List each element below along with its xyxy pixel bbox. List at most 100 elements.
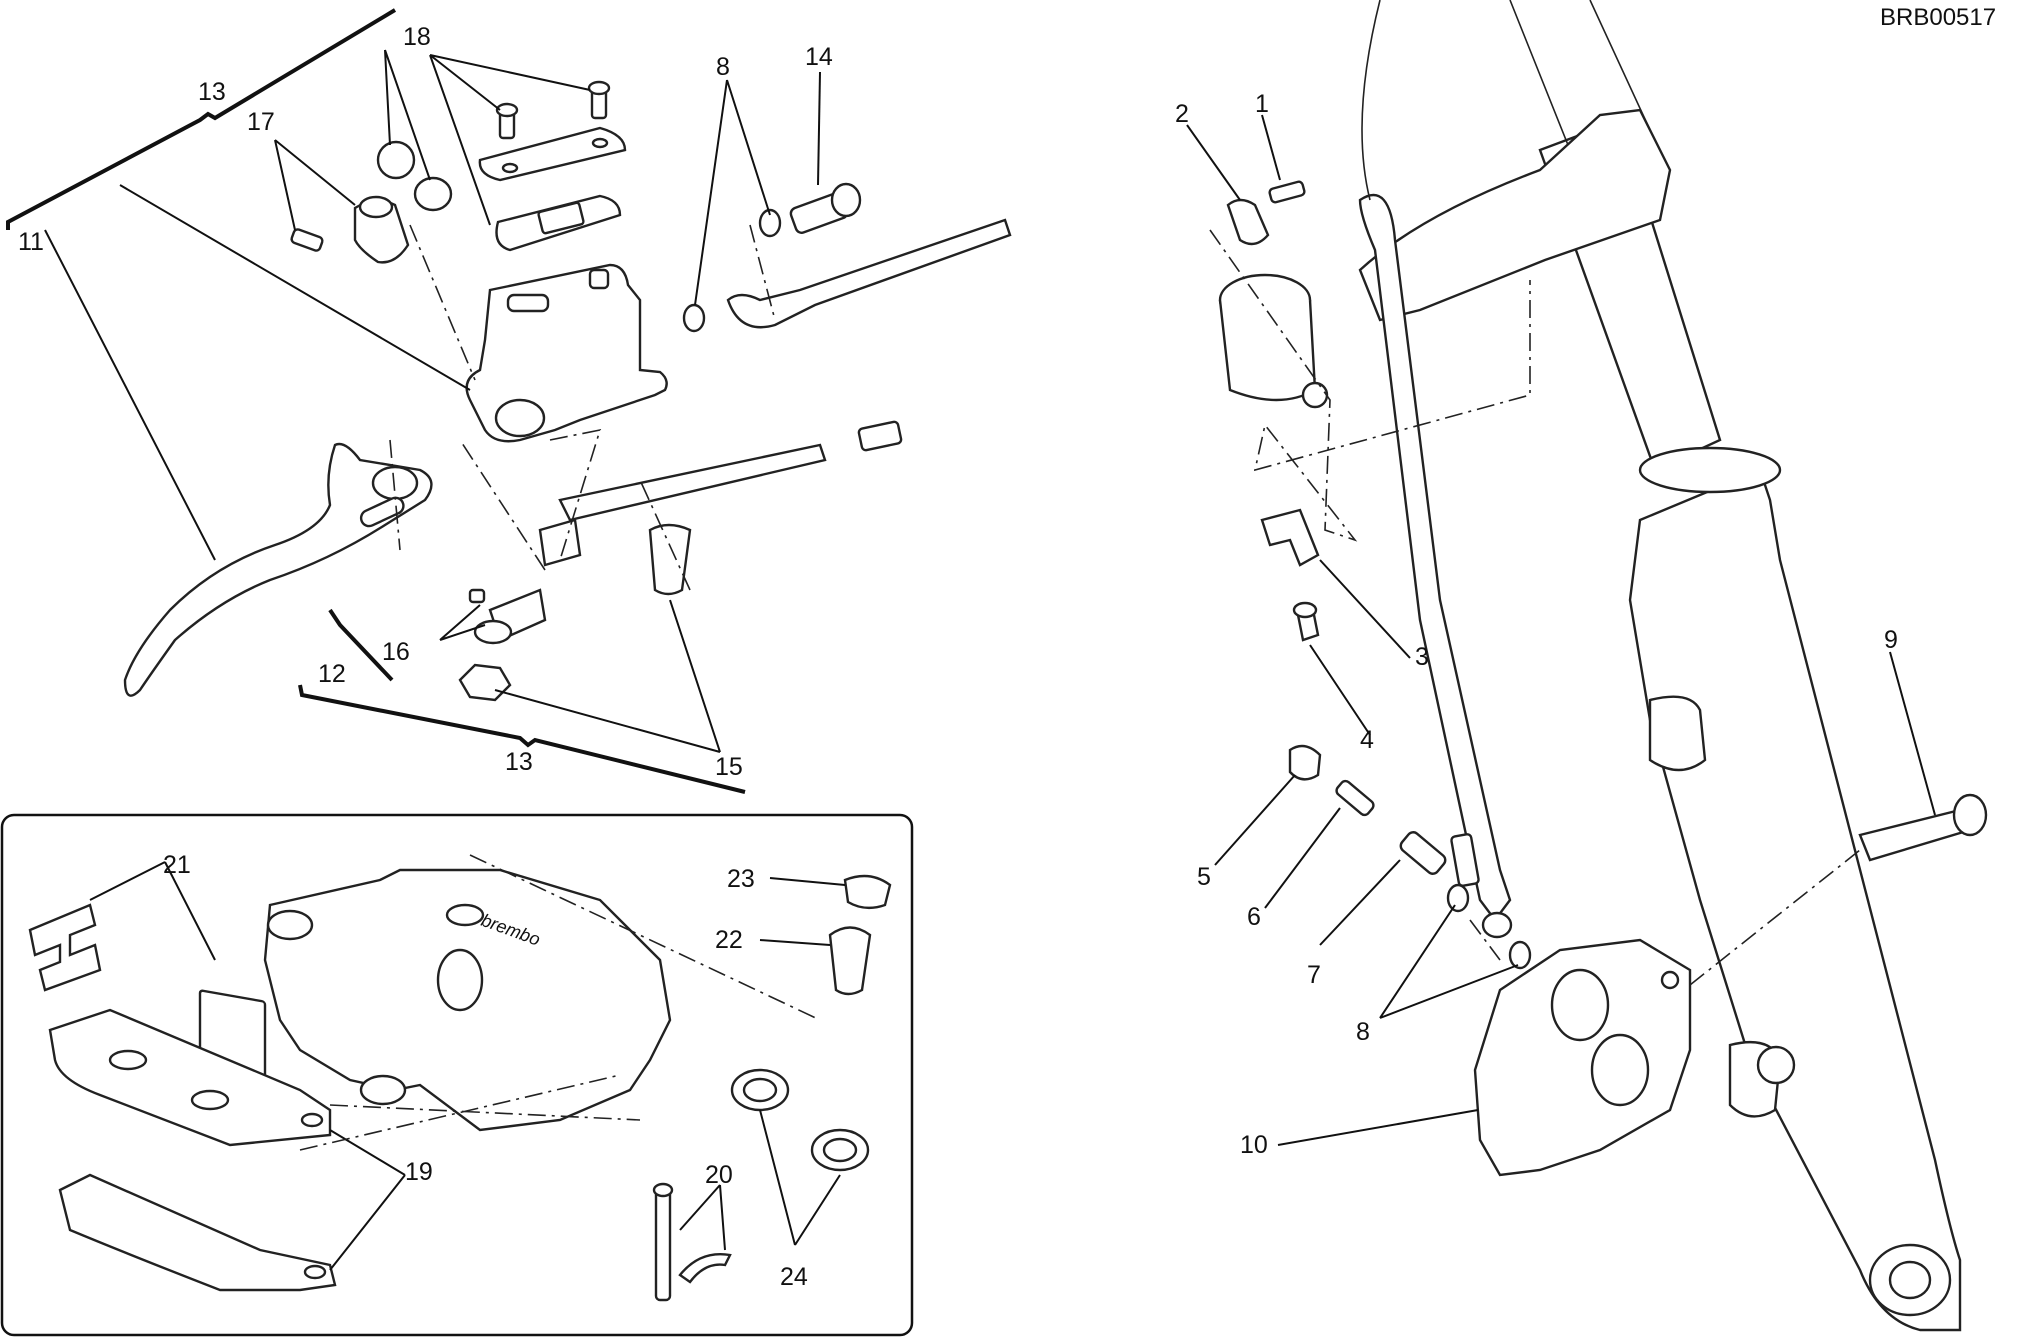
diaphragm-bellows bbox=[537, 201, 585, 235]
callout-2: 2 bbox=[1175, 100, 1189, 128]
leader-14 bbox=[817, 71, 821, 186]
caliper-bolt-hole bbox=[1660, 970, 1680, 990]
piston-seal-1-inner bbox=[742, 1077, 778, 1103]
leader-3 bbox=[1319, 559, 1411, 659]
leader-10 bbox=[1277, 1109, 1479, 1146]
cover-hole-right bbox=[591, 137, 609, 149]
caliper-mount-hole-1 bbox=[266, 909, 314, 941]
leader-6 bbox=[1264, 807, 1341, 909]
pad-upper-hole-2 bbox=[190, 1089, 230, 1111]
callout-1: 1 bbox=[1255, 90, 1269, 118]
lever-pivot-hole bbox=[371, 465, 419, 501]
switch-screw bbox=[468, 588, 486, 604]
callout-3: 3 bbox=[1415, 643, 1429, 671]
leader-2 bbox=[1186, 124, 1241, 201]
caliper-bolt-head bbox=[1952, 793, 1988, 837]
leader-8-bottom bbox=[1379, 904, 1519, 1019]
caliper-piston-1 bbox=[1550, 968, 1610, 1042]
switch-cable bbox=[558, 443, 827, 522]
callout-9: 9 bbox=[1884, 626, 1898, 654]
group-bracket-13-bottom bbox=[298, 684, 746, 794]
callout-14: 14 bbox=[805, 43, 833, 71]
leader-7 bbox=[1319, 859, 1401, 946]
caliper-mount-hole-2 bbox=[359, 1074, 407, 1106]
banjo-fitting bbox=[1399, 831, 1447, 875]
inset-frame bbox=[0, 813, 914, 1337]
group-bracket-12 bbox=[328, 608, 394, 682]
pivot-nut bbox=[458, 663, 512, 702]
stop-light-switch bbox=[538, 518, 582, 567]
fork-caliper-group: 1 2 3 4 5 6 7 8 9 10 bbox=[1175, 0, 1988, 1332]
callout-8-top: 8 bbox=[716, 53, 730, 81]
callout-15: 15 bbox=[715, 753, 743, 781]
brake-hose-lower bbox=[1358, 193, 1512, 922]
pad-pin bbox=[654, 1188, 672, 1302]
callout-12: 12 bbox=[318, 660, 346, 688]
reservoir-slot-left bbox=[506, 293, 550, 313]
callout-19: 19 bbox=[405, 1158, 433, 1186]
axis-line-banjo-lower bbox=[1469, 919, 1501, 961]
caliper-piston-cover bbox=[436, 948, 484, 1012]
cover-hole-left bbox=[501, 162, 519, 174]
leader-21 bbox=[89, 861, 216, 961]
callout-4: 4 bbox=[1360, 726, 1374, 754]
callout-18: 18 bbox=[403, 23, 431, 51]
guide-screw-head bbox=[1292, 601, 1318, 619]
clamp-bore bbox=[358, 195, 394, 219]
master-cylinder-group: 13 17 18 8 14 11 16 12 13 15 bbox=[6, 8, 1012, 794]
axle-hole bbox=[1888, 1260, 1932, 1300]
reservoir-boss bbox=[588, 268, 610, 290]
callout-13-bottom: 13 bbox=[505, 748, 533, 776]
callout-22: 22 bbox=[715, 926, 743, 954]
brake-lever bbox=[123, 442, 433, 697]
brake-pad-upper bbox=[48, 1008, 332, 1147]
cover-screw-left-head bbox=[495, 102, 519, 118]
caliper-spares-inset: brembo 21 19 20 22 23 24 bbox=[0, 813, 914, 1337]
hose-clip bbox=[1226, 198, 1270, 246]
hose-banjo-eye bbox=[1481, 911, 1513, 939]
caliper-lug-hole bbox=[1756, 1045, 1796, 1085]
bleed-valve bbox=[1335, 779, 1375, 817]
pivot-boss bbox=[494, 398, 546, 438]
drawing-code: BRB00517 bbox=[1880, 4, 1996, 31]
axis-line-caliper-bolt bbox=[1689, 849, 1861, 986]
caliper-piston-2 bbox=[1590, 1033, 1650, 1107]
pad-pin-head bbox=[652, 1182, 674, 1198]
callout-7: 7 bbox=[1307, 961, 1321, 989]
hose-upper-line bbox=[1361, 0, 1381, 201]
group-bracket-13-top bbox=[6, 8, 397, 230]
pad-lower-pin-hole bbox=[303, 1264, 327, 1280]
pad-spring bbox=[28, 903, 102, 992]
callout-20: 20 bbox=[705, 1161, 733, 1189]
leader-13-top bbox=[119, 184, 471, 391]
bleed-screw bbox=[828, 926, 872, 996]
leader-20 bbox=[679, 1184, 726, 1251]
lever-slot bbox=[359, 496, 405, 528]
fork-seal-ring bbox=[1638, 446, 1782, 494]
leader-23 bbox=[769, 877, 846, 886]
front-caliper bbox=[1473, 938, 1692, 1177]
callout-24: 24 bbox=[780, 1263, 808, 1291]
o-ring bbox=[413, 176, 453, 212]
brembo-logo-ring bbox=[445, 903, 485, 927]
callout-21: 21 bbox=[163, 851, 191, 879]
leader-17 bbox=[274, 139, 356, 231]
leader-8-top bbox=[694, 79, 771, 306]
callout-17: 17 bbox=[247, 108, 275, 136]
sealing-washer-top-1 bbox=[758, 208, 782, 238]
caliper-lug-upper bbox=[1648, 695, 1707, 772]
pad-upper-pin-hole bbox=[300, 1112, 324, 1128]
callout-13-top: 13 bbox=[198, 78, 226, 106]
callout-23: 23 bbox=[727, 865, 755, 893]
callout-5: 5 bbox=[1197, 863, 1211, 891]
leader-9 bbox=[1889, 651, 1936, 816]
switch-bracket-hole bbox=[473, 619, 513, 645]
piston-seal-2-inner bbox=[822, 1137, 858, 1163]
banjo-bolt-head bbox=[830, 182, 862, 218]
sealing-washer-bottom-1 bbox=[1446, 883, 1470, 913]
callout-11: 11 bbox=[18, 228, 44, 256]
leader-22 bbox=[759, 939, 831, 946]
axis-lines-caliper bbox=[299, 854, 821, 1151]
